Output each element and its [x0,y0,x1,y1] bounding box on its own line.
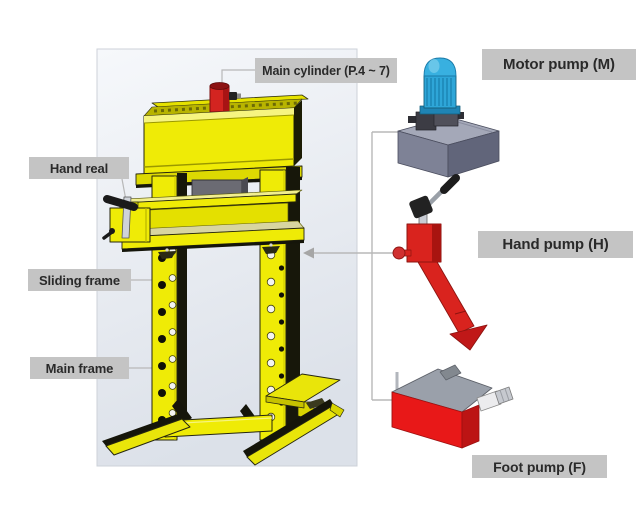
label-foot-pump: Foot pump (F) [472,455,607,478]
label-motor-pump: Motor pump (M) [482,49,636,80]
label-main-frame: Main frame [30,357,129,379]
hydraulic-press-illustration [102,82,345,466]
label-hand-pump: Hand pump (H) [478,231,633,258]
main-cylinder [209,82,241,113]
label-main-cylinder: Main cylinder (P.4 ~ 7) [255,58,397,83]
release-knob [392,246,406,260]
hand-reel [102,195,151,243]
press-top-tray [151,94,309,108]
foot-pump-illustration [391,364,514,449]
electric-motor [419,57,461,115]
motor-pump-illustration [397,57,500,178]
hand-pump-illustration [392,174,488,351]
cylinder-fitting [229,92,237,100]
main-cylinder-leader [221,69,255,86]
sliding-frame-beam [115,189,305,259]
press-feet [102,399,345,466]
reel-handle [103,195,138,211]
label-hand-real: Hand real [29,157,129,179]
label-sliding-frame: Sliding frame [28,269,131,291]
flow-arrow-icon [303,247,314,259]
foot-pedal [265,373,341,421]
